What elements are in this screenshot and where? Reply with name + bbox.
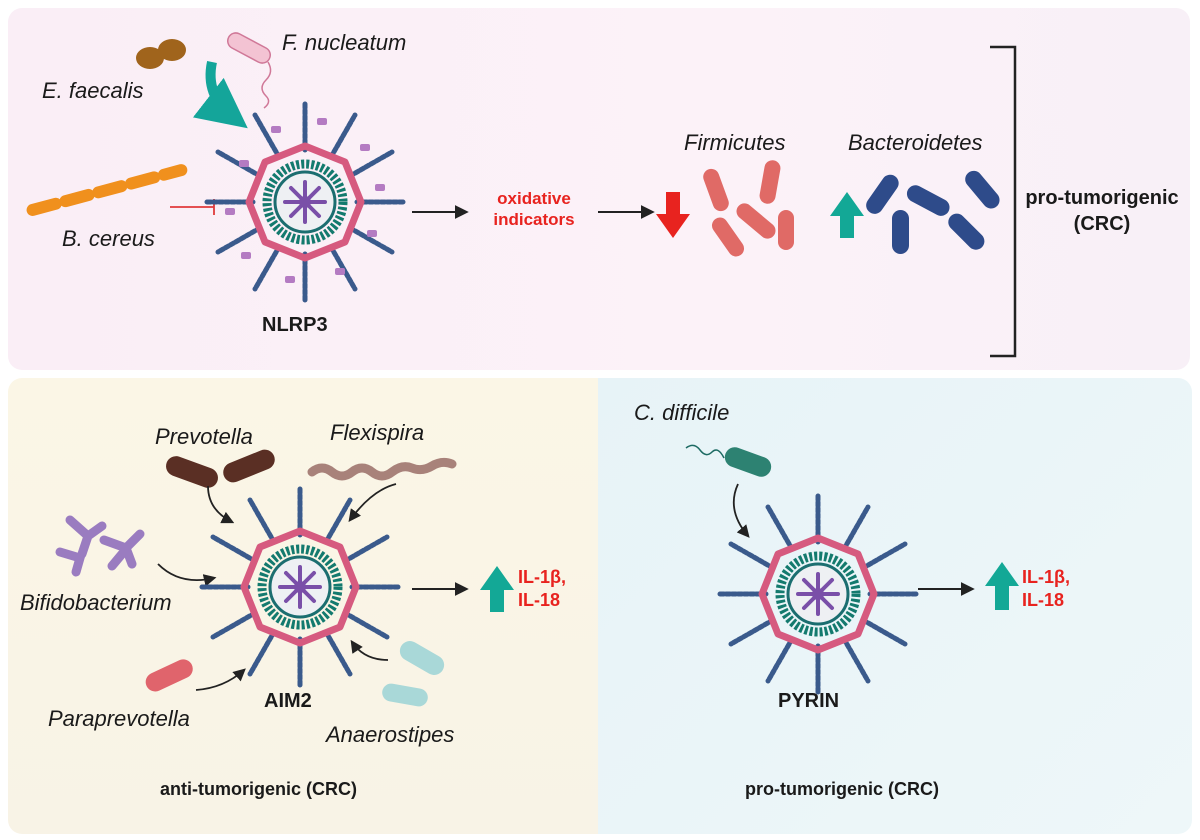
pyrin-inflammasome-icon	[715, 491, 921, 697]
outcome-line-2: (CRC)	[1073, 213, 1131, 235]
pyrin-cytokines-label: IL-1β, IL-18	[1022, 566, 1070, 611]
f-nucleatum-bacterium-icon	[227, 32, 272, 109]
prevotella-bacteria-icon	[166, 449, 275, 488]
outcome-line-1: pro-tumorigenic	[1025, 187, 1179, 209]
pyrin-panel	[598, 378, 1192, 834]
bifidobacterium-label: Bifidobacterium	[20, 590, 172, 615]
c-difficile-bacterium-icon	[685, 444, 772, 477]
paraprevotella-bacterium-icon	[145, 659, 193, 692]
pyrin-label: PYRIN	[778, 690, 840, 712]
firmicutes-label: Firmicutes	[684, 130, 786, 155]
cytokine-line-1: IL-1β,	[518, 567, 566, 587]
nlrp3-inflammasome-icon	[202, 99, 408, 305]
b-cereus-label: B. cereus	[62, 226, 155, 251]
activation-arrow-icon	[192, 60, 248, 129]
bacteroidetes-bacteria-icon	[866, 170, 1000, 254]
flexispira-bacterium-icon	[307, 457, 457, 481]
f-nucleatum-label: F. nucleatum	[282, 30, 407, 55]
c-difficile-label: C. difficile	[634, 400, 730, 425]
aim2-cytokines-label: IL-1β, IL-18	[518, 566, 566, 611]
activation-arrows	[157, 483, 397, 691]
pyrin-outcome-label: pro-tumorigenic (CRC)	[745, 779, 939, 799]
nlrp3-outcome-label: pro-tumorigenic (CRC)	[1022, 185, 1182, 237]
b-cereus-bacterium-icon	[26, 164, 188, 216]
aim2-outcome-label: anti-tumorigenic (CRC)	[160, 779, 357, 799]
oxidative-line-2: indicators	[493, 210, 575, 230]
bacteroidetes-label: Bacteroidetes	[848, 130, 983, 155]
oxidative-indicators-label: oxidative indicators	[478, 188, 590, 231]
bifidobacterium-icon	[55, 515, 145, 577]
activation-arrow-icon	[732, 483, 750, 538]
grouping-bracket	[990, 45, 1017, 358]
aim2-label: AIM2	[264, 690, 312, 712]
e-faecalis-label: E. faecalis	[42, 78, 144, 103]
cytokine-increase-arrow-icon	[985, 562, 1019, 610]
anaerostipes-bacteria-icon	[382, 641, 445, 707]
e-faecalis-bacterium-icon	[136, 39, 186, 69]
cytokine-line-2: IL-18	[1022, 589, 1065, 610]
flexispira-label: Flexispira	[330, 420, 425, 445]
nlrp3-label: NLRP3	[262, 314, 328, 336]
cytokine-increase-arrow-icon	[480, 566, 514, 612]
paraprevotella-label: Paraprevotella	[48, 706, 190, 731]
cytokine-line-1: IL-1β,	[1022, 567, 1070, 587]
cytokine-line-2: IL-18	[518, 589, 561, 610]
oxidative-line-1: oxidative	[497, 189, 571, 208]
prevotella-label: Prevotella	[155, 424, 253, 449]
anaerostipes-label: Anaerostipes	[326, 722, 455, 747]
increase-arrow-icon	[830, 192, 864, 238]
aim2-inflammasome-icon	[197, 484, 403, 690]
decrease-arrow-icon	[656, 192, 690, 238]
nlrp3-panel	[8, 8, 1190, 370]
firmicutes-bacteria-icon	[703, 160, 794, 257]
